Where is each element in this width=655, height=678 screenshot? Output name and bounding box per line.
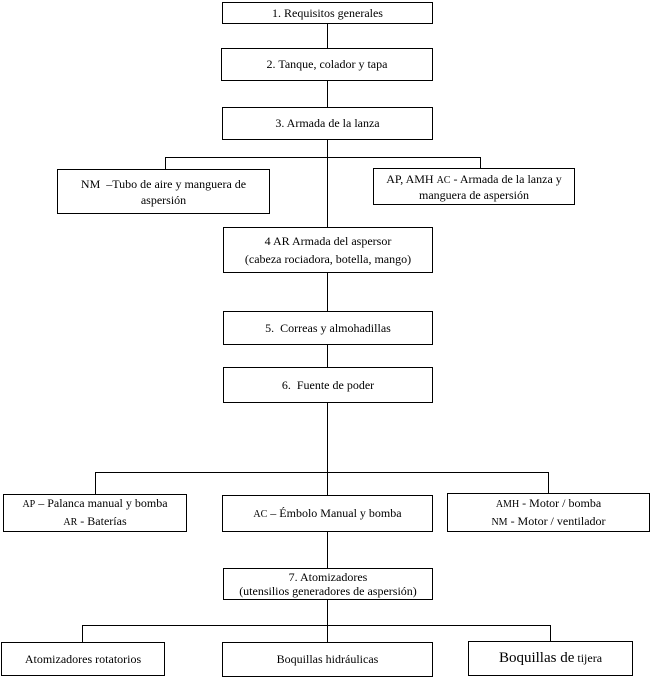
node-correas-almohadillas: 5. Correas y almohadillas bbox=[223, 311, 433, 345]
node-label-rest: - Motor / ventilador bbox=[507, 513, 606, 528]
node-label: AC – Émbolo Manual y bomba bbox=[253, 506, 401, 522]
node-atomizadores: 7. Atomizadores (utensilios generadores … bbox=[223, 568, 433, 600]
branch-line-fuente bbox=[95, 472, 549, 473]
node-label-large: Boquillas de bbox=[498, 650, 575, 666]
connector-tanque-lanza bbox=[327, 81, 328, 107]
node-label-acronym-small: AC bbox=[436, 174, 451, 186]
node-label: 2. Tanque, colador y tapa bbox=[266, 57, 388, 71]
node-amh-motor-nm-ventilador: AMH - Motor / bomba NM - Motor / ventila… bbox=[447, 493, 650, 532]
node-label-acronym: NM bbox=[491, 516, 508, 528]
node-label-rest: – Émbolo Manual y bomba bbox=[267, 505, 402, 520]
node-label-acronym: AR bbox=[63, 517, 78, 528]
node-atomizadores-rotatorios: Atomizadores rotatorios bbox=[1, 642, 165, 676]
node-tanque-colador-tapa: 2. Tanque, colador y tapa bbox=[221, 48, 433, 81]
node-label: 5. Correas y almohadillas bbox=[265, 320, 391, 335]
stub-tijera bbox=[550, 625, 551, 641]
node-fuente-poder: 6. Fuente de poder bbox=[223, 367, 433, 403]
connector-embolo-atomizadores bbox=[327, 532, 328, 568]
node-label-rest: – Palanca manual y bomba bbox=[35, 496, 168, 510]
node-label-acronyms: AP, AMH bbox=[386, 171, 437, 186]
node-boquillas-hidraulicas: Boquillas hidráulicas bbox=[222, 642, 433, 677]
node-nm-tubo-aire: NM –Tubo de aire y manguera de aspersión bbox=[57, 169, 270, 214]
node-ap-amh-ac-armada-lanza: AP, AMH AC - Armada de la lanza y mangue… bbox=[373, 168, 575, 205]
node-label-acronym: AC bbox=[253, 508, 268, 520]
node-label-line2: aspersión bbox=[140, 192, 187, 207]
node-armada-lanza: 3. Armada de la lanza bbox=[222, 107, 433, 140]
stub-rotatorios bbox=[82, 625, 83, 642]
node-label-line1: 7. Atomizadores bbox=[288, 570, 368, 584]
connector-atomizadores-branch bbox=[327, 600, 328, 625]
node-label-line2: AR - Baterías bbox=[63, 513, 126, 531]
node-label-acronym: AMH bbox=[495, 498, 520, 510]
stub-nm-tubo bbox=[165, 157, 166, 169]
node-label-line2: (cabeza rociadora, botella, mango) bbox=[244, 252, 412, 266]
node-label-line1: AP, AMH AC - Armada de la lanza y bbox=[386, 172, 562, 188]
node-label-rest: - Baterías bbox=[77, 514, 127, 528]
node-armada-aspersor: 4 AR Armada del aspersor (cabeza rociado… bbox=[223, 227, 433, 273]
node-label: 3. Armada de la lanza bbox=[275, 116, 380, 130]
node-label-line1: NM –Tubo de aire y manguera de bbox=[80, 176, 247, 191]
node-label-rest: - Motor / bomba bbox=[519, 495, 602, 510]
connector-armada-correas bbox=[327, 273, 328, 311]
node-label: Boquillas hidráulicas bbox=[276, 652, 379, 666]
connector-correas-fuente bbox=[327, 345, 328, 367]
connector-fuente-branch bbox=[327, 403, 328, 472]
node-requisitos-generales: 1. Requisitos generales bbox=[222, 2, 433, 24]
stub-hidraulicas bbox=[327, 625, 328, 642]
node-label: Boquillas de tijera bbox=[499, 651, 602, 666]
node-label-line1: 4 AR Armada del aspersor bbox=[264, 234, 392, 248]
node-label: Atomizadores rotatorios bbox=[24, 651, 142, 666]
connector-requisitos-tanque bbox=[327, 24, 328, 48]
branch-line-lanza bbox=[165, 157, 481, 158]
node-label-line1: AP – Palanca manual y bomba bbox=[22, 495, 167, 513]
branch-line-atomizadores bbox=[82, 625, 551, 626]
stub-ap-amh-ac bbox=[480, 157, 481, 168]
stub-amh-motor bbox=[548, 472, 549, 493]
node-label: 6. Fuente de poder bbox=[281, 377, 375, 392]
stub-ac-embolo bbox=[327, 472, 328, 495]
node-label-acronym: AP bbox=[22, 499, 36, 510]
node-label-line2: (utensilios generadores de aspersión) bbox=[239, 584, 417, 598]
stub-ap-palanca bbox=[95, 472, 96, 494]
node-label-line2: NM - Motor / ventilador bbox=[491, 513, 605, 531]
node-boquillas-tijera: Boquillas de tijera bbox=[468, 641, 633, 676]
node-label-line2: manguera de aspersión bbox=[419, 187, 529, 202]
node-label: 1. Requisitos generales bbox=[272, 5, 383, 20]
node-ac-embolo-manual: AC – Émbolo Manual y bomba bbox=[222, 495, 433, 532]
connector-lanza-armada bbox=[327, 140, 328, 227]
node-label-small: tijera bbox=[574, 651, 603, 665]
node-label-line1: AMH - Motor / bomba bbox=[496, 495, 601, 513]
node-ap-palanca-ar-baterias: AP – Palanca manual y bomba AR - Batería… bbox=[3, 494, 187, 532]
node-label-rest: - Armada de la lanza y bbox=[450, 171, 562, 186]
